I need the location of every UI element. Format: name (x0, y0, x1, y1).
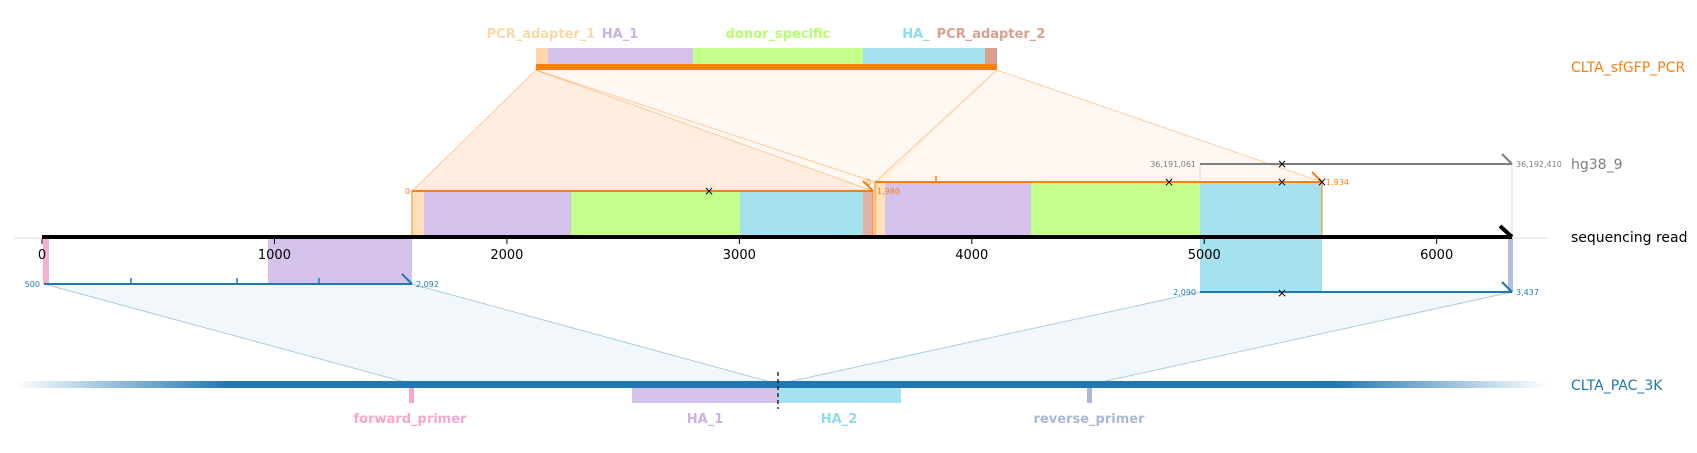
genome-alignment-arrow (1501, 153, 1513, 165)
pcr-feature-adapter2 (985, 48, 997, 64)
read-axis-tick-label: 5000 (1188, 248, 1221, 263)
pac-backbone (14, 381, 1548, 388)
pac-feature-ha1 (632, 388, 778, 403)
pcr-alignment-2-mismatch-b: × (1277, 175, 1287, 189)
pcr-feature-ha2 (863, 48, 985, 64)
pcr-alignment-1-start-label: 0 (405, 187, 410, 196)
pac-connection-2 (777, 291, 1513, 385)
pac-label-ha1: HA_1 (687, 412, 724, 427)
read-fwd-primer-block (43, 238, 49, 284)
read-ha1-block-pac (268, 238, 412, 284)
read-axis-ticks: 0 1000 2000 3000 4000 5000 6000 (38, 239, 1453, 263)
pac-connection-1 (43, 283, 779, 385)
pcr-feature-donor (693, 48, 863, 64)
read-axis-tick-label: 2000 (490, 248, 523, 263)
read-axis-tick-label: 3000 (723, 248, 756, 263)
pcr-sequence-label: CLTA_sfGFP_PCR (1571, 60, 1685, 76)
read-ha2-block-pac (1200, 238, 1322, 292)
read-ha1-block-a (424, 191, 571, 236)
read-ha2-block-b (1200, 182, 1322, 236)
pac-alignment-2-start-label: 2,090 (1173, 288, 1196, 297)
pcr-alignment-2-end-label: 1,934 (1326, 178, 1349, 187)
read-axis-tick-label: 6000 (1420, 248, 1453, 263)
read-axis-tick-label: 0 (38, 248, 46, 263)
pcr-alignment-2-arrow (1311, 171, 1323, 183)
pac-alignment-1-end-label: 2,092 (416, 280, 439, 289)
pcr-feature-adapter1 (536, 48, 548, 64)
pac-alignment-2-mismatch: × (1277, 286, 1287, 300)
read-adapter2-block-a (863, 191, 873, 236)
read-axis-arrow (1498, 224, 1514, 239)
read-donor-block-b (1031, 182, 1200, 236)
pac-label-rev-primer: reverse_primer (1034, 412, 1146, 427)
pcr-feature-ha1 (548, 48, 693, 64)
pcr-backbone (536, 64, 997, 70)
pcr-label-ha2: HA_ (902, 27, 930, 42)
genome-end-label: 36,192,410 (1516, 160, 1562, 169)
genome-sequence-label: hg38_9 (1571, 157, 1622, 173)
pac-label-fwd-primer: forward_primer (354, 412, 468, 427)
pac-alignment-1-start-label: 500 (25, 280, 40, 289)
pcr-label-donor: donor_specific (726, 27, 831, 42)
pcr-alignment-1-mismatch: × (704, 184, 714, 198)
pac-feature-ha2 (778, 388, 901, 403)
pac-alignment-2-end-label: 3,437 (1516, 288, 1539, 297)
read-ha2-block-a (740, 191, 863, 236)
pcr-connection-2-edge (535, 69, 876, 183)
pcr-alignment-1-end-label: 1,980 (877, 187, 900, 196)
read-adapter1-block (412, 191, 424, 236)
read-donor-block-a (571, 191, 740, 236)
pac-feature-fwd-primer (409, 388, 414, 403)
pcr-alignment-2-mismatch-a: × (1164, 175, 1174, 189)
pcr-alignment-2-start-label: 0 (866, 178, 871, 187)
genome-mismatch: × (1277, 157, 1287, 171)
genome-start-label: 36,191,061 (1150, 160, 1196, 169)
read-rev-primer-block (1508, 238, 1513, 292)
read-axis-tick-label: 4000 (955, 248, 988, 263)
pac-feature-rev-primer (1087, 388, 1092, 403)
read-axis-tick-label: 1000 (258, 248, 291, 263)
pcr-connection-1b (412, 70, 997, 191)
pcr-alignment-1-arrow (862, 180, 874, 192)
pac-sequence-label: CLTA_PAC_3K (1571, 378, 1663, 394)
pcr-label-ha1: HA_1 (602, 27, 639, 42)
pcr-label-adapter1: PCR_adapter_1 (487, 27, 596, 42)
read-adapter1-block-b (875, 182, 885, 236)
pcr-alignment-2-mismatch-c: × (1317, 175, 1327, 189)
pac-alignment-1-arrow (401, 273, 413, 285)
pac-alignment-2-arrow (1501, 281, 1513, 293)
read-sequence-label: sequencing read (1571, 230, 1687, 246)
pac-label-ha2: HA_2 (821, 412, 858, 427)
pcr-label-adapter2: PCR_adapter_2 (937, 27, 1046, 42)
read-ha1-block-b (885, 182, 1031, 236)
